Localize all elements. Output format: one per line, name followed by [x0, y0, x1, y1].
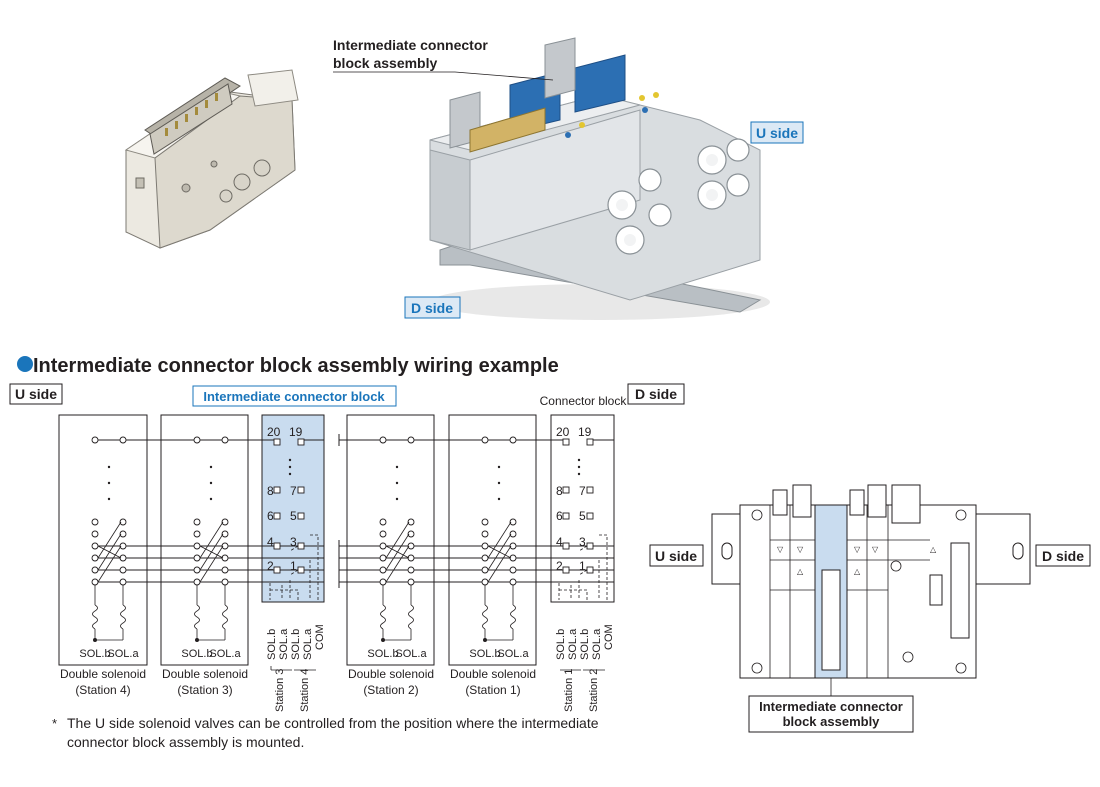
- svg-text:6: 6: [267, 509, 274, 523]
- svg-text:20: 20: [556, 425, 570, 439]
- valve-station-1: [448, 414, 537, 666]
- svg-text:1: 1: [290, 559, 297, 573]
- station-3-type: Double solenoid: [162, 667, 248, 681]
- footnote-line-1: The U side solenoid valves can be contro…: [67, 715, 599, 731]
- manifold-photo: [429, 37, 770, 320]
- svg-text:COM: COM: [603, 624, 615, 650]
- callout-d-side-photo: D side: [404, 296, 461, 319]
- svg-text:3: 3: [290, 535, 297, 549]
- svg-text:SOL.a: SOL.a: [209, 648, 241, 660]
- station-1-label: (Station 1): [465, 683, 520, 697]
- svg-text:▽: ▽: [854, 545, 861, 554]
- d-side-label: D side: [635, 386, 677, 402]
- top-view-callout-line-1: Intermediate connector: [759, 699, 903, 714]
- svg-text:20: 20: [267, 425, 281, 439]
- svg-text:7: 7: [290, 484, 297, 498]
- footnote-mark: *: [52, 716, 57, 731]
- bullet-icon: [17, 356, 33, 372]
- u-side-label: U side: [15, 386, 57, 402]
- svg-text:8: 8: [556, 484, 563, 498]
- station-4-type: Double solenoid: [60, 667, 146, 681]
- svg-text:2: 2: [267, 559, 274, 573]
- svg-text:Station 2: Station 2: [588, 669, 600, 712]
- svg-text:SOL.a: SOL.a: [278, 628, 290, 660]
- station-1-type: Double solenoid: [450, 667, 536, 681]
- svg-text:SOL.b: SOL.b: [469, 648, 500, 660]
- svg-text:SOL.b: SOL.b: [79, 648, 110, 660]
- svg-text:SOL.b: SOL.b: [290, 629, 302, 660]
- manifold-top-view: ▽ ▽ △ ▽ ▽ △ △ U side D side Intermediate…: [649, 484, 1091, 733]
- d-side-label-box: [627, 383, 685, 405]
- svg-text:SOL.a: SOL.a: [302, 628, 314, 660]
- intermediate-block-label: Intermediate connector block: [203, 389, 385, 404]
- svg-text:SOL.a: SOL.a: [591, 628, 603, 660]
- intermediate-block-label-box: [192, 385, 397, 407]
- svg-text:SOL.b: SOL.b: [555, 629, 567, 660]
- svg-text:8: 8: [267, 484, 274, 498]
- svg-text:SOL.a: SOL.a: [395, 648, 427, 660]
- svg-text:4: 4: [267, 535, 274, 549]
- svg-text:△: △: [797, 567, 804, 576]
- svg-text:2: 2: [556, 559, 563, 573]
- svg-text:SOL.b: SOL.b: [181, 648, 212, 660]
- valve-station-4: [58, 414, 148, 666]
- svg-text:3: 3: [579, 535, 586, 549]
- svg-text:△: △: [854, 567, 861, 576]
- svg-text:▽: ▽: [777, 545, 784, 554]
- section-heading: Intermediate connector block assembly wi…: [17, 355, 559, 377]
- valve-station-2: [346, 414, 435, 666]
- station-2-label: (Station 2): [363, 683, 418, 697]
- svg-text:△: △: [930, 545, 937, 554]
- svg-text:Station 3: Station 3: [274, 669, 286, 712]
- connector-block: [550, 414, 615, 603]
- intermediate-connector-block: [261, 414, 325, 603]
- svg-text:D side: D side: [411, 300, 453, 316]
- svg-text:SOL.a: SOL.a: [107, 648, 139, 660]
- connector-block-label: Connector block: [540, 394, 628, 408]
- svg-text:SOL.b: SOL.b: [367, 648, 398, 660]
- section-title: Intermediate connector block assembly wi…: [33, 355, 559, 377]
- callout-line-1: Intermediate connector: [333, 37, 488, 53]
- svg-text:▽: ▽: [797, 545, 804, 554]
- station-2-type: Double solenoid: [348, 667, 434, 681]
- station-3-label: (Station 3): [177, 683, 232, 697]
- top-view-callout-line-2: block assembly: [783, 714, 881, 729]
- u-side-label-box: [9, 383, 63, 405]
- svg-text:19: 19: [289, 425, 303, 439]
- svg-text:SOL.b: SOL.b: [579, 629, 591, 660]
- callout-line-2: block assembly: [333, 55, 437, 71]
- svg-text:4: 4: [556, 535, 563, 549]
- svg-text:1: 1: [579, 559, 586, 573]
- svg-text:19: 19: [578, 425, 592, 439]
- svg-text:Station 1: Station 1: [563, 669, 575, 712]
- valve-station-3: [160, 414, 249, 666]
- svg-text:SOL.a: SOL.a: [497, 648, 529, 660]
- footnote-line-2: connector block assembly is mounted.: [67, 734, 304, 750]
- footnote: * The U side solenoid valves can be cont…: [52, 715, 599, 750]
- svg-text:7: 7: [579, 484, 586, 498]
- station-4-label: (Station 4): [75, 683, 130, 697]
- svg-text:6: 6: [556, 509, 563, 523]
- svg-text:▽: ▽: [872, 545, 879, 554]
- wiring-diagram: U side D side Intermediate connector blo…: [9, 383, 685, 712]
- svg-text:SOL.b: SOL.b: [266, 629, 278, 660]
- svg-text:5: 5: [579, 509, 586, 523]
- svg-text:5: 5: [290, 509, 297, 523]
- top-view-u-side: U side: [655, 548, 697, 564]
- svg-text:SOL.a: SOL.a: [567, 628, 579, 660]
- intermediate-block-illustration: [124, 69, 299, 249]
- callout-intermediate-top: Intermediate connector block assembly: [333, 37, 554, 81]
- top-view-d-side: D side: [1042, 548, 1084, 564]
- svg-text:COM: COM: [314, 624, 326, 650]
- callout-u-side-photo: U side: [750, 121, 804, 144]
- svg-text:Station 4: Station 4: [299, 669, 311, 712]
- svg-text:U side: U side: [756, 125, 798, 141]
